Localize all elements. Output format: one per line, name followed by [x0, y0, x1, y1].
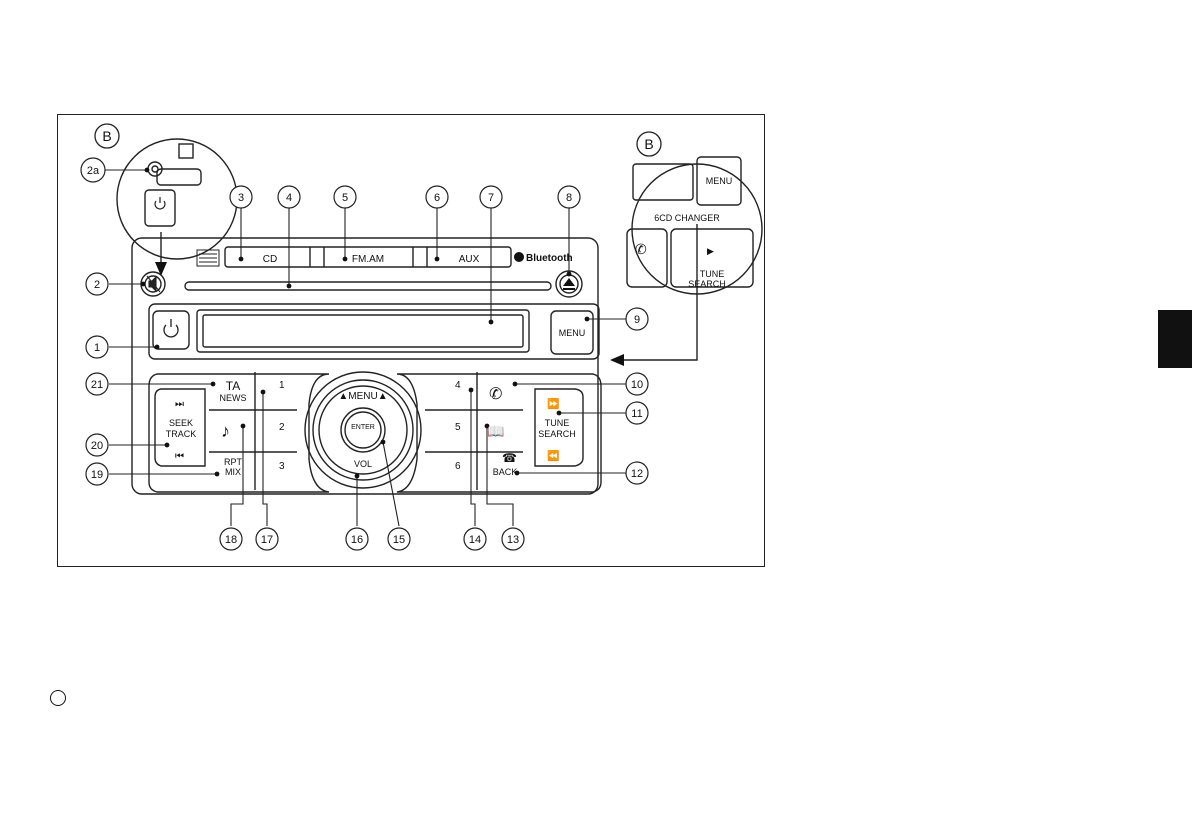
callout-19: 19	[91, 469, 103, 481]
inset-letter-left: B	[102, 128, 111, 144]
tune-label: TUNE	[545, 418, 570, 428]
radio-diagram: ⏭ ⏮ ♪ ⏩ ⏪ ✆ 📖 ☎ ✆ ▶ CD FM.AM AUX Bluetoo…	[57, 114, 765, 567]
rpt-label: RPT	[224, 457, 243, 467]
phone-icon: ✆	[489, 386, 502, 403]
preset-4-label: 4	[455, 380, 461, 391]
disc-slot	[185, 282, 551, 290]
callout-11: 11	[631, 408, 642, 420]
cd-label: CD	[263, 254, 277, 265]
inset-label-left: B	[95, 124, 119, 148]
callout-14: 14	[469, 534, 481, 546]
power-icon	[164, 319, 178, 337]
callout-10: 10	[631, 379, 643, 391]
callout-2a: 2a	[87, 165, 100, 177]
callout-15: 15	[393, 534, 405, 546]
callout-16: 16	[351, 534, 363, 546]
inset-menu-label: MENU	[706, 176, 733, 186]
right-inset	[627, 157, 762, 294]
inset-arrow-icon: ▶	[707, 246, 714, 256]
aux-label: AUX	[459, 254, 480, 265]
callout-2: 2	[94, 279, 100, 291]
power-button	[153, 311, 189, 349]
news-label: NEWS	[220, 393, 247, 403]
next-track-icon: ⏭	[175, 399, 184, 410]
vol-label: VOL	[354, 459, 372, 469]
display-panel	[149, 304, 599, 359]
callout-3: 3	[238, 192, 244, 204]
inset-search-label: SEARCH	[688, 279, 726, 289]
callout-20: 20	[91, 440, 103, 452]
seek-label: SEEK	[169, 418, 193, 428]
preset-2-label: 2	[279, 422, 285, 433]
radio-body	[132, 238, 598, 494]
hangup-icon: ☎	[502, 451, 517, 465]
music-note-icon: ♪	[221, 421, 230, 441]
mix-label: MIX	[225, 467, 241, 477]
prev-track-icon: ⏮	[175, 451, 184, 462]
section-tab-marker	[1158, 310, 1192, 368]
band-label: FM.AM	[352, 254, 384, 265]
callout-8: 8	[566, 192, 572, 204]
phonebook-icon: 📖	[487, 423, 504, 439]
callout-21: 21	[91, 379, 103, 391]
preset-5-label: 5	[455, 422, 461, 433]
search-label: SEARCH	[538, 429, 576, 439]
rewind-icon: ⏪	[547, 449, 559, 462]
ta-label: TA	[226, 379, 240, 393]
inset-pointer-right	[610, 224, 697, 366]
callout-1: 1	[94, 342, 100, 354]
disc-logo-icon	[197, 250, 219, 266]
bluetooth-icon	[514, 252, 524, 262]
eject-icon	[563, 278, 575, 290]
callout-17: 17	[261, 534, 273, 546]
callout-4: 4	[286, 192, 292, 204]
callout-12: 12	[631, 468, 643, 480]
enter-label: ENTER	[351, 424, 375, 431]
knob-menu-label: ▲MENU▲	[338, 391, 387, 402]
fast-forward-icon: ⏩	[547, 397, 559, 410]
preset-3-label: 3	[279, 461, 285, 472]
callout-13: 13	[507, 534, 519, 546]
bluetooth-label: Bluetooth	[526, 253, 573, 264]
inset-letter-right: B	[644, 136, 653, 152]
inset-phone-icon: ✆	[635, 241, 647, 257]
inset-tune-label: TUNE	[700, 269, 725, 279]
preset-6-label: 6	[455, 461, 461, 472]
callout-9: 9	[634, 314, 640, 326]
callout-6: 6	[434, 192, 440, 204]
callout-7: 7	[488, 192, 494, 204]
display-screen	[197, 310, 529, 352]
track-label: TRACK	[166, 429, 197, 439]
back-label: BACK	[493, 467, 518, 477]
menu-button-label: MENU	[559, 328, 586, 338]
inset-power-icon	[155, 197, 165, 209]
inset-label-right: B	[637, 132, 661, 156]
callout-5: 5	[342, 192, 348, 204]
callout-18: 18	[225, 534, 237, 546]
preset-1-label: 1	[279, 380, 285, 391]
page-marker-circle	[50, 690, 66, 706]
inset-changer-label: 6CD CHANGER	[654, 213, 720, 223]
left-inset	[117, 139, 237, 259]
